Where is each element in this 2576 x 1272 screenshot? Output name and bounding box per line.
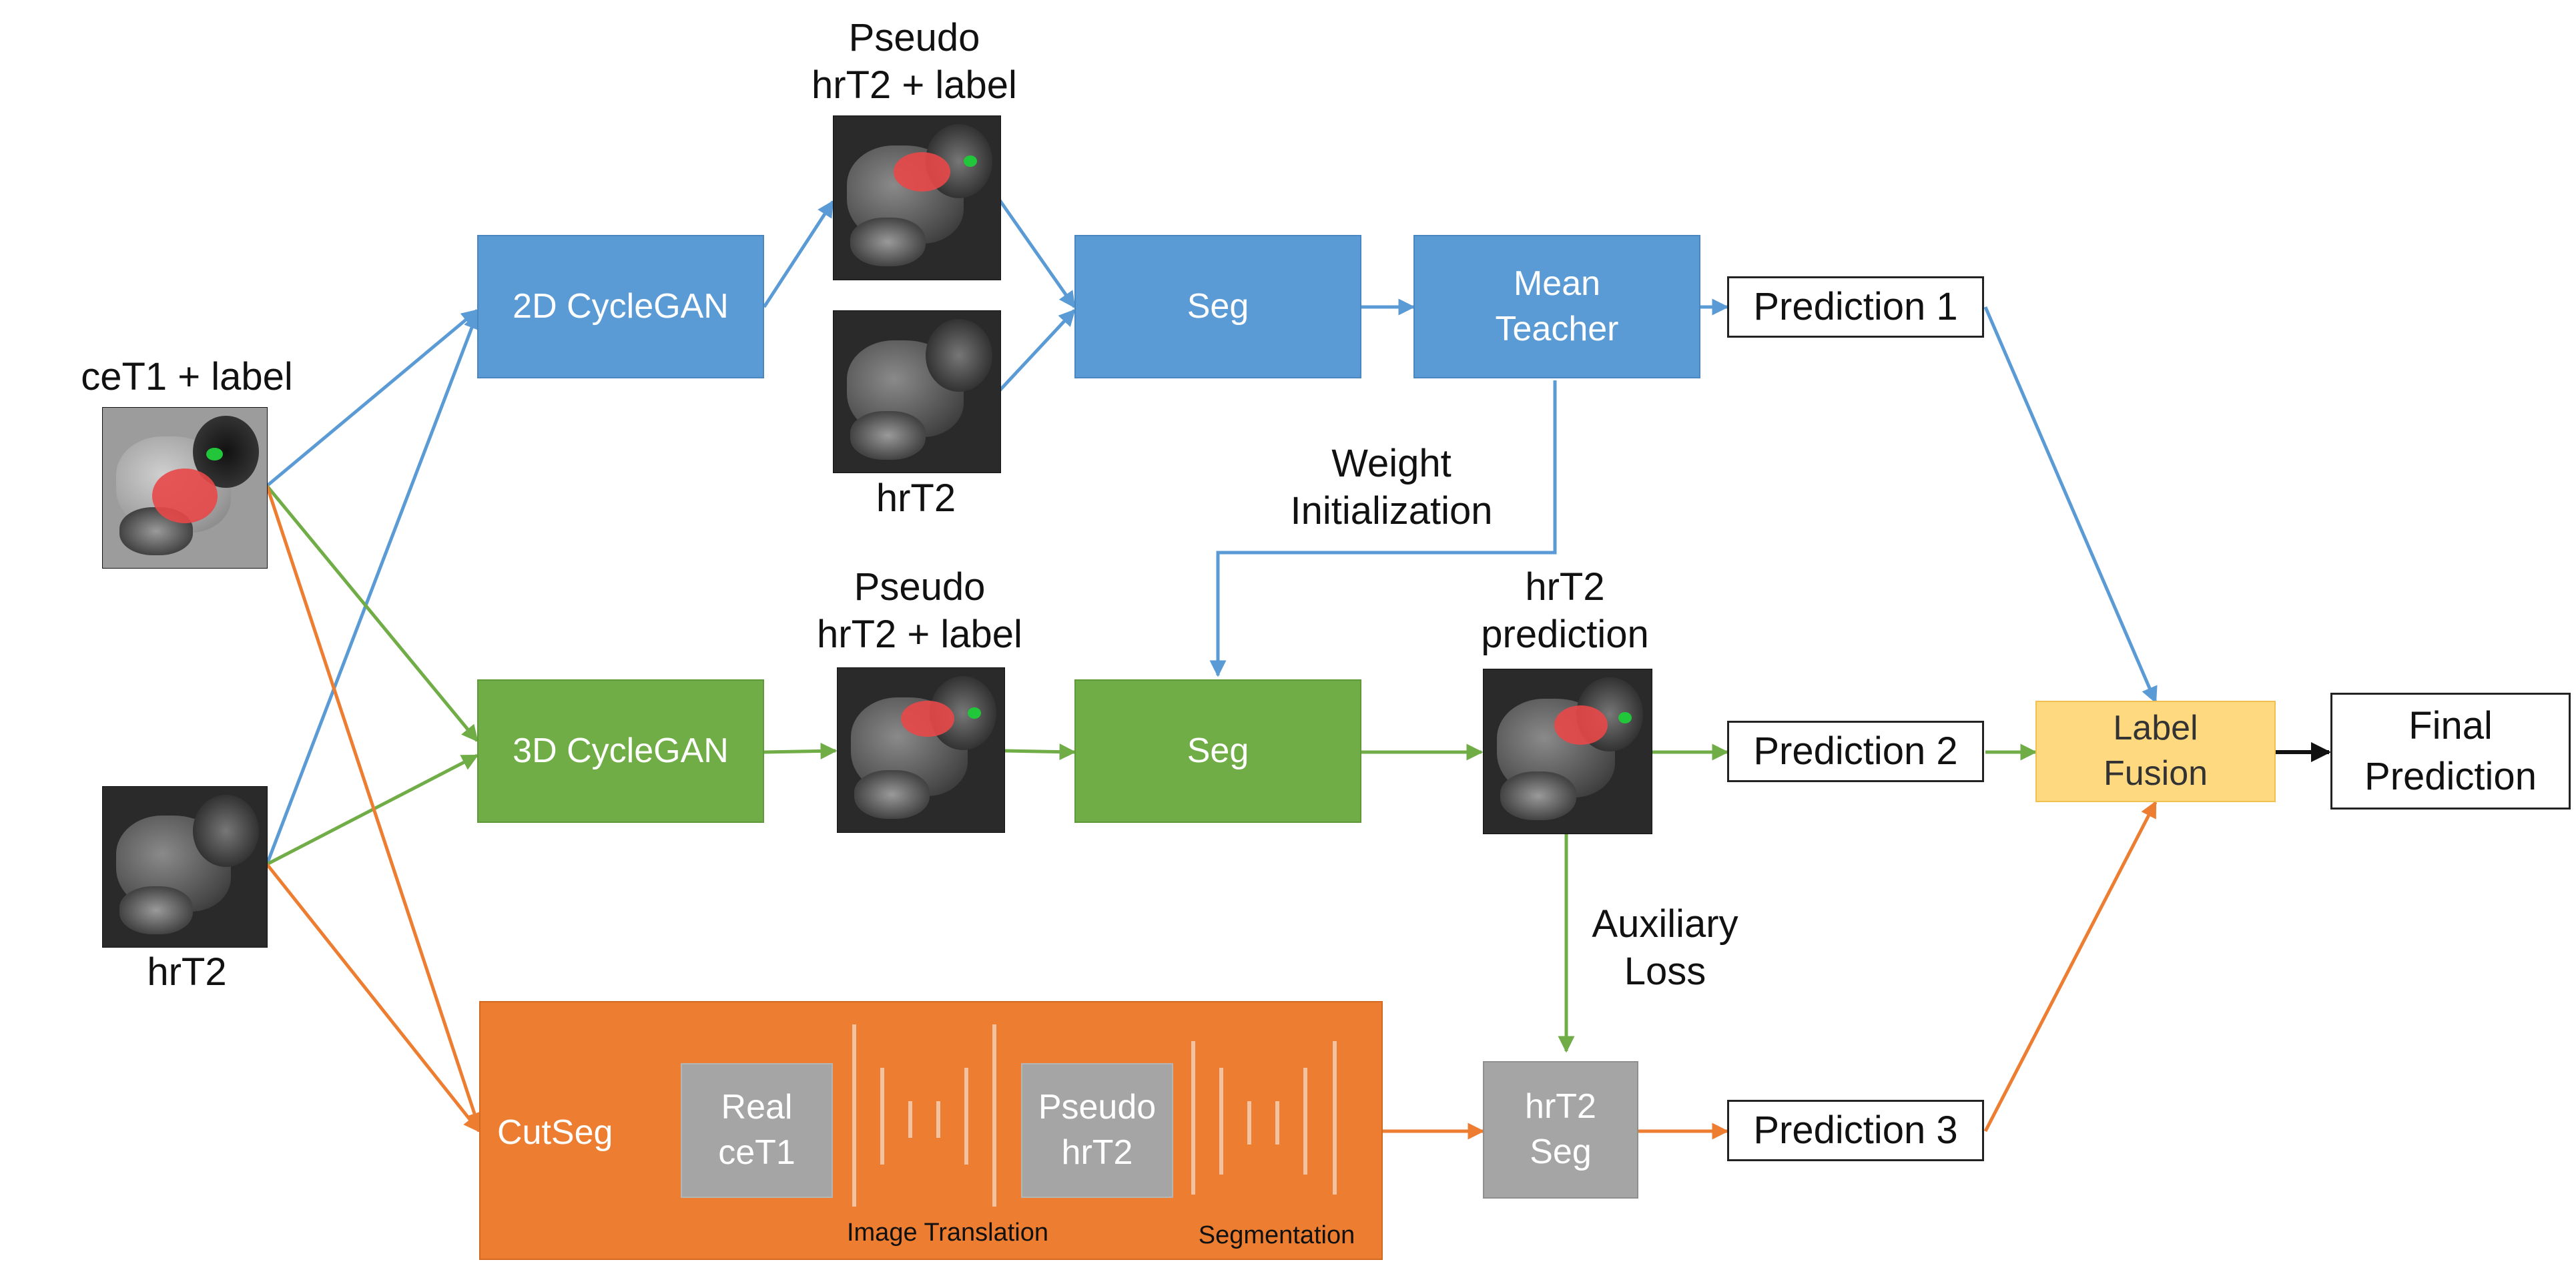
segmentation-label: Segmentation	[1198, 1221, 1355, 1249]
seg-box-blue: Seg	[1074, 235, 1361, 378]
prediction-1-box: Prediction 1	[1727, 276, 1984, 338]
arrow-hrt2-to-cutseg	[266, 863, 480, 1133]
tumor-label	[1554, 705, 1608, 745]
weight-initialization-label: Weight Initialization	[1290, 442, 1493, 533]
arrow-cet1-to-2dcyclegan	[266, 309, 478, 487]
label-fusion-box: Label Fusion	[2035, 701, 2276, 802]
cutseg-box	[479, 1001, 1383, 1260]
prediction-2-box: Prediction 2	[1727, 721, 1984, 782]
final-prediction-box: Final Prediction	[2330, 693, 2571, 810]
pseudo-hrt2-label-mid: Pseudo hrT2 + label	[817, 565, 1022, 656]
arrow-weight-init	[1209, 380, 1557, 677]
pseudo-hrt2-box: Pseudo hrT2	[1021, 1063, 1173, 1198]
arrow-pred3-to-fusion	[1983, 800, 2158, 1133]
tumor-label	[901, 701, 954, 737]
pseudo-hrt2-image-top	[833, 115, 1001, 280]
tumor-label	[151, 468, 218, 523]
hrt2-image-top	[833, 310, 1001, 473]
hrt2-caption-top: hrT2	[876, 476, 956, 520]
arrow-pred1-to-fusion	[1983, 306, 2158, 704]
2d-cyclegan-box: 2D CycleGAN	[477, 235, 764, 378]
arrow-3dcyclegan-to-pseudo	[763, 742, 838, 759]
cochlea-label	[968, 707, 981, 719]
arrow-cet1-to-cutseg	[265, 485, 482, 1130]
cutseg-label: CutSeg	[497, 1113, 613, 1152]
arrow-hrt2-to-3dcyclegan	[266, 753, 479, 866]
arrow-pseudo-to-seg	[998, 199, 1076, 309]
cochlea-label	[1618, 711, 1632, 724]
arrow-2dcyclegan-to-pseudo	[762, 200, 835, 308]
hrt2-prediction-image	[1483, 669, 1652, 834]
hrt2-seg-box: hrT2 Seg	[1483, 1061, 1638, 1199]
real-cet1-box: Real ceT1	[681, 1063, 833, 1198]
mean-teacher-box: Mean Teacher	[1413, 235, 1700, 378]
prediction-3-box: Prediction 3	[1727, 1100, 1984, 1161]
arrow-hrt2-to-seg	[998, 309, 1076, 392]
cochlea-label	[206, 448, 223, 461]
3d-cyclegan-box: 3D CycleGAN	[477, 679, 764, 823]
cet1-label: ceT1 + label	[81, 355, 293, 398]
cochlea-label	[964, 155, 977, 167]
tumor-label	[894, 151, 950, 192]
hrt2-label: hrT2	[147, 950, 227, 994]
hrt2-prediction-label: hrT2 prediction	[1481, 565, 1649, 656]
arrow-cet1-to-3dcyclegan	[266, 485, 478, 742]
seg-box-green: Seg	[1074, 679, 1361, 823]
pseudo-hrt2-label-top: Pseudo hrT2 + label	[812, 16, 1017, 107]
hrt2-image	[102, 786, 268, 948]
arrow-hrt2-to-2dcyclegan	[265, 312, 480, 865]
cet1-image	[102, 407, 268, 569]
image-translation-label: Image Translation	[846, 1219, 1049, 1247]
arrow-pseudo-to-seg-green	[1003, 743, 1076, 761]
pseudo-hrt2-image-mid	[837, 667, 1005, 833]
auxiliary-loss-label: Auxiliary Loss	[1592, 902, 1738, 993]
